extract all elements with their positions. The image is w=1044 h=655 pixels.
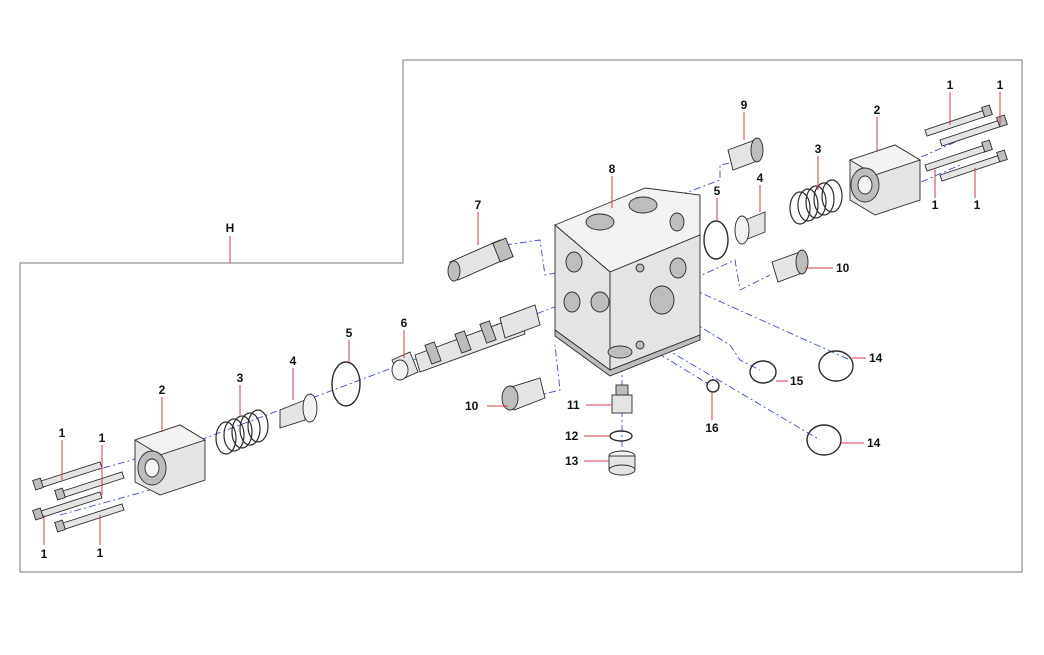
bolts-left-part [32,461,125,533]
callout-spool-6: 6 [401,316,408,330]
callout-labels: 1 1 1 1 1 1 1 1 2 2 3 3 4 4 5 5 6 7 8 9 … [41,78,1004,561]
o-ring-left-part [331,361,361,407]
leader-lines [43,92,1001,545]
callout-oring-14-lower: 14 [867,436,881,450]
o-ring-14-lower-part [806,424,842,456]
callout-bolt-1g: 1 [932,198,939,212]
check-valve-11-part [611,384,633,414]
relief-cartridge-part [447,237,514,282]
end-cap-right-part [848,144,922,216]
callout-cartridge-7: 7 [475,198,482,212]
callout-bolt-1d: 1 [97,546,104,560]
spring-seat-right-part [734,211,766,245]
plug-10-lower-part [501,377,546,411]
callout-body-8: 8 [609,162,616,176]
callout-plug-9: 9 [741,98,748,112]
o-ring-15-part [749,360,777,384]
cap-13-part [608,450,636,476]
plug-9-part [727,137,764,171]
callout-spring-3-left: 3 [237,371,244,385]
spring-seat-left-part [279,393,318,429]
callout-oring-15: 15 [790,374,804,388]
o-ring-16-part [706,379,720,393]
callout-seat-4-left: 4 [290,354,297,368]
callout-oring-14-upper: 14 [869,351,883,365]
callout-cap-2-right: 2 [874,103,881,117]
callout-plug-10-lower: 10 [465,399,479,413]
callout-cap-13: 13 [565,454,579,468]
group-label: H [226,221,235,235]
spool-part [391,304,541,381]
o-ring-14-upper-part [818,350,854,382]
valve-body-part [554,187,701,377]
callout-oring-5-left: 5 [346,326,353,340]
callout-plug-10-upper: 10 [836,261,850,275]
spring-right-part [789,179,843,225]
callout-cap-2-left: 2 [159,383,166,397]
callout-bolt-1e: 1 [947,78,954,92]
bolts-right-part [924,104,1008,182]
callout-oring-12: 12 [565,429,579,443]
spring-left-part [215,409,269,455]
plug-10-upper-part [771,249,809,283]
callout-oring-16: 16 [705,421,719,435]
callout-bolt-1b: 1 [99,431,106,445]
callout-bolt-1f: 1 [997,78,1004,92]
callout-seat-4-right: 4 [757,171,764,185]
group-frame [19,59,1023,573]
o-ring-right-part [703,220,729,260]
end-cap-left-part [133,424,207,496]
o-ring-12-part [609,430,633,442]
callout-spring-3-right: 3 [815,142,822,156]
callout-bolt-1c: 1 [41,547,48,561]
callout-oring-5-right: 5 [714,184,721,198]
callout-check-11: 11 [567,398,580,412]
callout-bolt-1a: 1 [59,426,66,440]
callout-bolt-1h: 1 [974,198,981,212]
